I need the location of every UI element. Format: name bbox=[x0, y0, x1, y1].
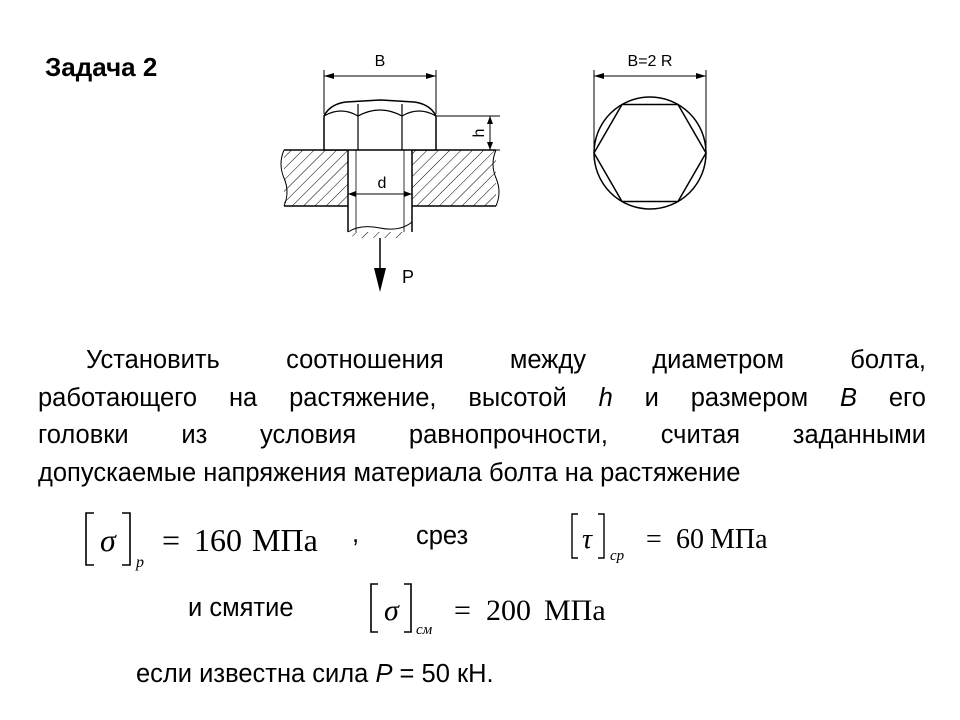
subscript-sr: ср bbox=[610, 548, 625, 564]
label-d: d bbox=[378, 175, 387, 192]
statement-line-4: допускаемые напряжения материала болта н… bbox=[38, 458, 741, 487]
tau-symbol: τ bbox=[582, 524, 593, 555]
subscript-p: p bbox=[135, 554, 144, 571]
formula-tension: σ p = 160 МПа bbox=[85, 512, 318, 571]
statement-line-1: Установить соотношения между диаметром б… bbox=[86, 346, 926, 374]
dimension-h bbox=[436, 115, 500, 151]
force-arrow bbox=[374, 238, 386, 292]
dimension-d bbox=[348, 191, 412, 197]
formula-shear: τ ср = 60 МПа bbox=[571, 513, 768, 564]
comma: , bbox=[352, 520, 360, 548]
statement-line-2: работающего на растяжение, высотой h и р… bbox=[38, 383, 926, 412]
task-title: Задача 2 bbox=[45, 52, 158, 82]
value-200: 200 bbox=[486, 594, 531, 627]
value-160: 160 bbox=[194, 522, 242, 558]
sigma-symbol: σ bbox=[384, 594, 400, 627]
formula-bearing: σ см = 200 МПа bbox=[370, 583, 606, 638]
sigma-symbol: σ bbox=[100, 522, 117, 558]
unit-mpa: МПа bbox=[544, 594, 606, 627]
label-B-2R: B=2 R bbox=[628, 53, 673, 70]
given-force: если известна сила P = 50 кН. bbox=[136, 660, 494, 688]
shear-label: срез bbox=[416, 522, 469, 550]
statement-line-3: головки из условия равнопрочности, счита… bbox=[38, 421, 926, 449]
dimension-B bbox=[323, 70, 437, 114]
unit-mpa: МПа bbox=[710, 524, 768, 555]
unit-mpa: МПа bbox=[252, 522, 318, 558]
equals-sign: = bbox=[454, 594, 471, 627]
equals-sign: = bbox=[646, 524, 662, 555]
hexagon-view bbox=[593, 70, 707, 210]
label-h: h bbox=[471, 129, 488, 138]
bearing-label: и смятие bbox=[188, 594, 294, 622]
value-60: 60 bbox=[676, 524, 704, 555]
label-B: B bbox=[375, 53, 386, 70]
subscript-sm: см bbox=[416, 622, 433, 638]
equals-sign: = bbox=[162, 522, 180, 558]
label-P: P bbox=[402, 267, 414, 287]
plate-left bbox=[280, 149, 348, 207]
plate-right bbox=[412, 149, 500, 207]
bolt-head bbox=[323, 99, 437, 151]
problem-statement: Установить соотношения между диаметром б… bbox=[38, 342, 926, 492]
